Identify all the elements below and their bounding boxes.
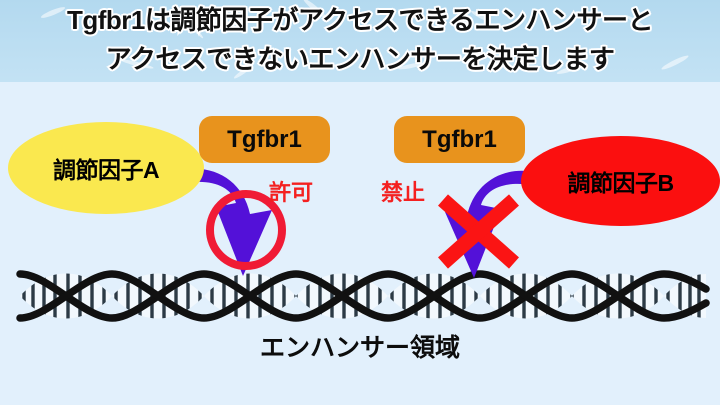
header-title-line-2: アクセスできないエンハンサーを決定します bbox=[104, 43, 616, 76]
gene-label-box-right: Tgfbr1 bbox=[394, 116, 525, 163]
header-title: Tgfbr1は調節因子がアクセスできるエンハンサーと アクセスできないエンハンサ… bbox=[0, 0, 720, 82]
header-band bbox=[0, 0, 720, 82]
status-forbid-label: 禁止 bbox=[381, 180, 426, 205]
gene-label-right-text: Tgfbr1 bbox=[422, 125, 497, 153]
gene-label-left-text: Tgfbr1 bbox=[227, 125, 302, 153]
factor-a-ellipse: 調節因子A bbox=[8, 122, 204, 214]
status-allow-label: 許可 bbox=[269, 180, 314, 205]
factor-b-ellipse: 調節因子B bbox=[521, 136, 720, 226]
factor-b-label: 調節因子B bbox=[567, 170, 674, 196]
factor-a-label: 調節因子A bbox=[52, 157, 160, 183]
gene-label-box-left: Tgfbr1 bbox=[199, 116, 330, 163]
header-title-line-1: Tgfbr1は調節因子がアクセスできるエンハンサーと bbox=[65, 4, 655, 37]
dna-region-caption: エンハンサー領域 bbox=[259, 334, 460, 362]
